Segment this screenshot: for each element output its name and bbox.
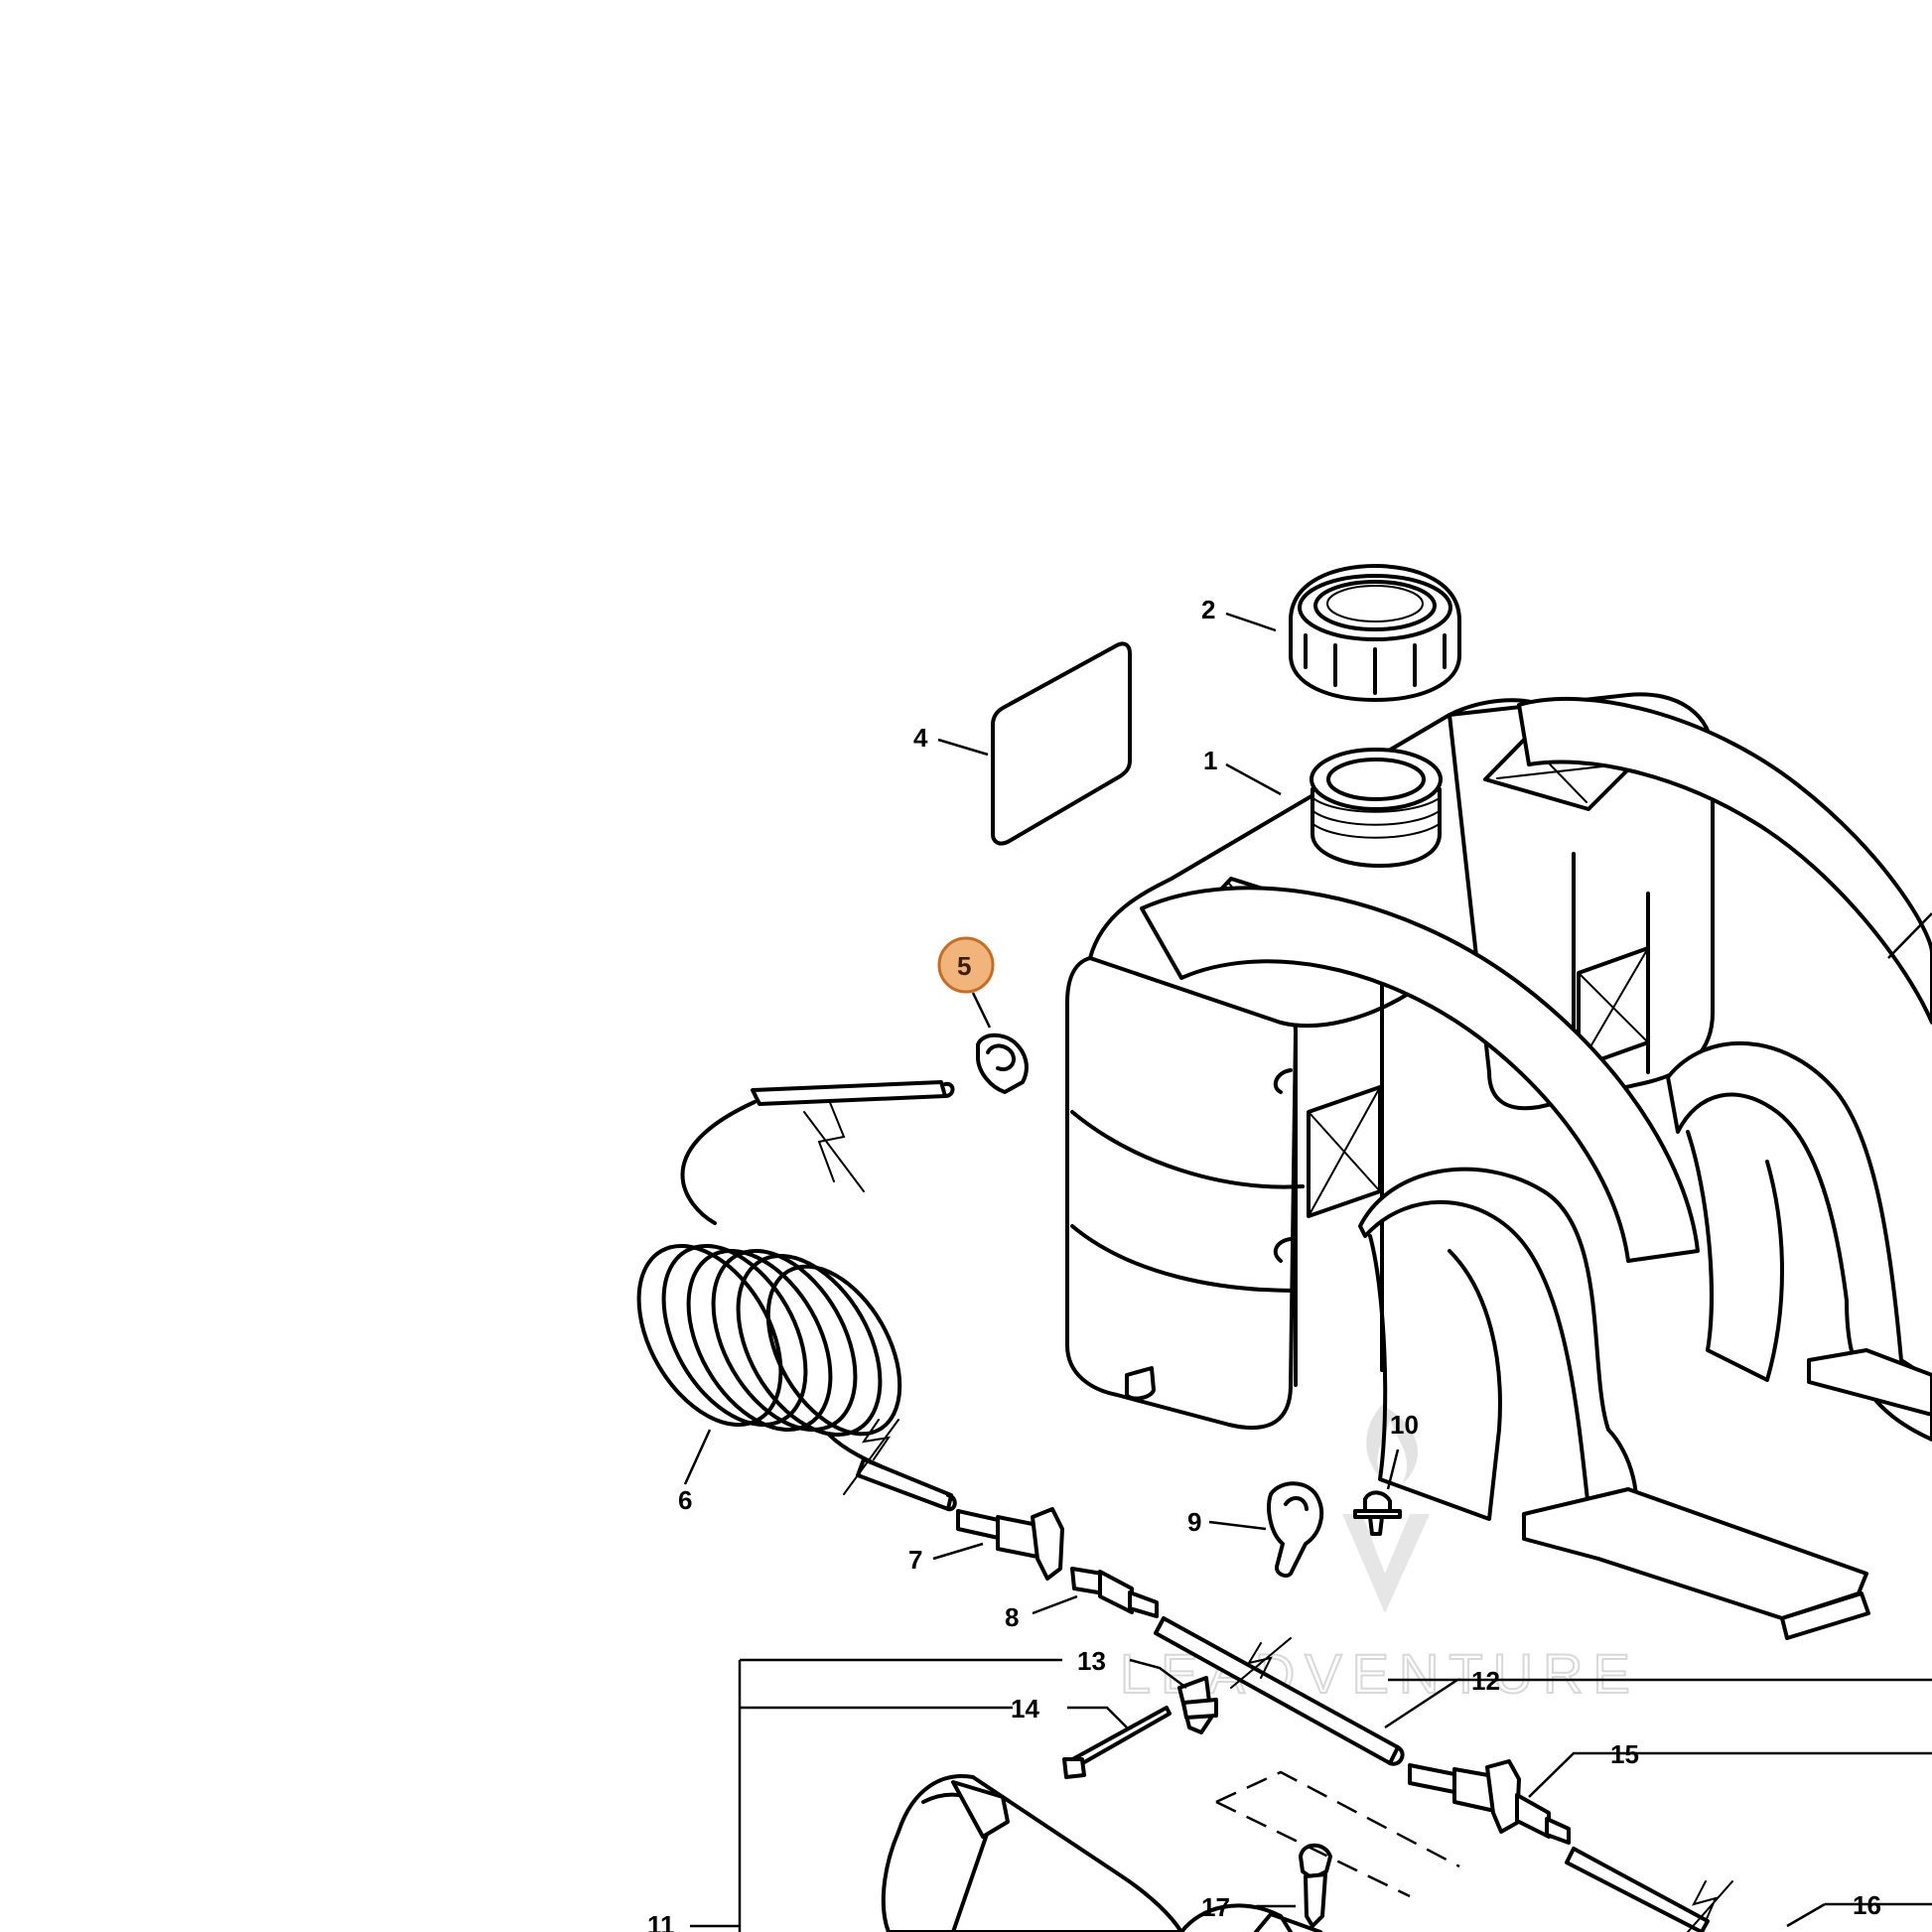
callout-7[interactable]: 7 xyxy=(908,1545,922,1575)
part-13-clip[interactable] xyxy=(1177,1676,1218,1734)
callout-2[interactable]: 2 xyxy=(1201,595,1215,624)
callout-5-highlight[interactable] xyxy=(937,936,995,994)
callout-8[interactable]: 8 xyxy=(1005,1602,1019,1632)
callout-13[interactable]: 13 xyxy=(1077,1646,1106,1676)
callout-17[interactable]: 17 xyxy=(1201,1892,1230,1922)
part-11-housing[interactable] xyxy=(881,1770,1460,1932)
part-10-rivet[interactable] xyxy=(1353,1490,1402,1536)
callout-6[interactable]: 6 xyxy=(678,1485,692,1515)
callout-5[interactable]: 5 xyxy=(957,951,971,981)
part-14-cable-tie[interactable] xyxy=(1062,1706,1172,1779)
part-7-connector[interactable] xyxy=(956,1507,1064,1581)
leader-lines xyxy=(683,612,1932,1932)
part-5-nut[interactable] xyxy=(976,1033,1029,1094)
part-15-connector[interactable] xyxy=(1408,1759,1571,1845)
part-12-hose[interactable] xyxy=(1154,1616,1405,1766)
part-9-clip[interactable] xyxy=(1267,1481,1324,1578)
callout-1[interactable]: 1 xyxy=(1203,746,1217,775)
callout-16[interactable]: 16 xyxy=(1853,1890,1881,1920)
watermark: LEADVENTURE xyxy=(1119,1405,1631,1706)
part-2-tank-cap[interactable] xyxy=(1289,564,1461,702)
part-8-connector[interactable] xyxy=(1070,1567,1159,1618)
callout-12[interactable]: 12 xyxy=(1471,1666,1500,1696)
callout-14[interactable]: 14 xyxy=(1011,1694,1039,1724)
callout-10[interactable]: 10 xyxy=(1390,1410,1419,1440)
callout-11[interactable]: 11 xyxy=(647,1910,675,1932)
part-4-label[interactable] xyxy=(991,641,1132,846)
callout-9[interactable]: 9 xyxy=(1187,1507,1201,1537)
callouts: 1 2 4 5 6 7 8 9 10 11 12 13 14 15 16 17 xyxy=(647,595,1881,1932)
part-6-coiled-hose[interactable] xyxy=(610,1080,957,1512)
callout-4[interactable]: 4 xyxy=(913,723,928,753)
watermark-flame-icon xyxy=(1366,1405,1419,1484)
part-17-clip[interactable] xyxy=(1299,1843,1332,1928)
watermark-v-icon xyxy=(1342,1514,1430,1613)
part-16-hose[interactable] xyxy=(1565,1847,1733,1932)
callout-15[interactable]: 15 xyxy=(1610,1739,1639,1769)
part-1-tank[interactable] xyxy=(1065,692,1932,1640)
